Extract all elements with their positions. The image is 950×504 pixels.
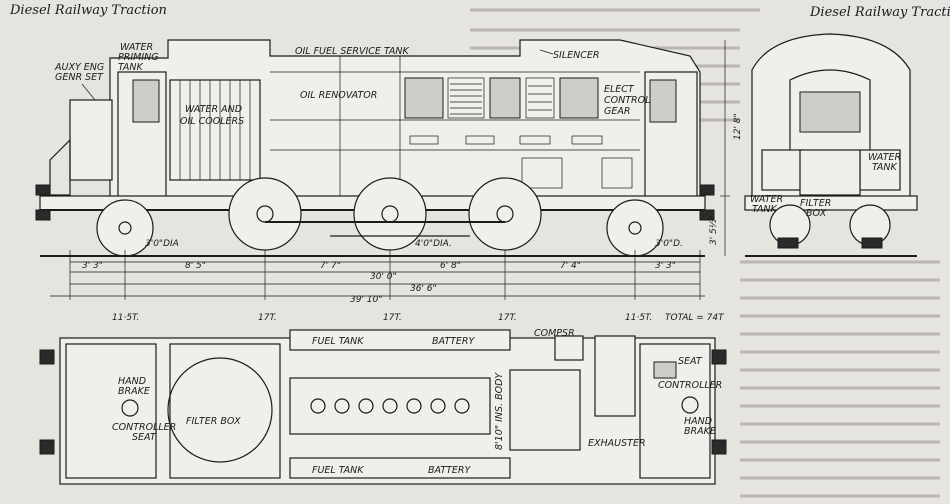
svg-text:39' 10": 39' 10" (350, 295, 382, 305)
svg-text:HAND: HAND (684, 416, 712, 427)
right-cab-window (649, 79, 677, 123)
side-labels: WATER PRIMING TANK AUXY ENG GENR SET OIL… (54, 42, 650, 127)
svg-text:WATER: WATER (120, 42, 153, 53)
plan-view (39, 329, 727, 485)
side-elevation (35, 39, 715, 257)
page-header-right: Diesel Railway Traction (809, 5, 950, 20)
svg-text:11·5T.: 11·5T. (112, 313, 139, 323)
svg-text:12' 8": 12' 8" (733, 113, 743, 140)
svg-text:AUXY ENG: AUXY ENG (54, 62, 104, 73)
svg-text:CONTROL: CONTROL (604, 95, 650, 106)
end-elevation (744, 33, 918, 257)
svg-text:HAND: HAND (118, 376, 146, 387)
svg-text:EXHAUSTER: EXHAUSTER (588, 438, 646, 449)
svg-text:BRAKE: BRAKE (118, 386, 150, 397)
svg-text:17T.: 17T. (383, 313, 402, 323)
svg-text:17T.: 17T. (258, 313, 277, 323)
svg-text:WATER AND: WATER AND (185, 104, 242, 115)
svg-text:OIL COOLERS: OIL COOLERS (180, 116, 244, 127)
svg-text:WATER: WATER (750, 194, 783, 205)
svg-text:FUEL TANK: FUEL TANK (312, 336, 364, 347)
svg-text:8'10" INS. BODY: 8'10" INS. BODY (494, 372, 505, 450)
svg-text:BATTERY: BATTERY (428, 465, 472, 476)
svg-text:PRIMING: PRIMING (118, 52, 159, 63)
plan-labels: FUEL TANK BATTERY FUEL TANK BATTERY COMP… (112, 328, 722, 476)
svg-text:3'0"DIA: 3'0"DIA (145, 239, 179, 249)
svg-text:7' 7": 7' 7" (320, 261, 341, 271)
svg-text:GENR SET: GENR SET (55, 72, 104, 83)
svg-text:3' 5½": 3' 5½" (709, 215, 719, 245)
svg-text:7' 4": 7' 4" (560, 261, 581, 271)
svg-text:FILTER BOX: FILTER BOX (186, 416, 241, 427)
svg-text:TANK: TANK (752, 204, 778, 215)
svg-text:FUEL TANK: FUEL TANK (312, 465, 364, 476)
svg-text:BOX: BOX (806, 208, 827, 219)
svg-text:CONTROLLER: CONTROLLER (658, 380, 722, 391)
svg-text:WATER: WATER (868, 152, 901, 163)
svg-text:OIL FUEL SERVICE TANK: OIL FUEL SERVICE TANK (295, 46, 409, 57)
svg-text:6' 8": 6' 8" (440, 261, 461, 271)
dimension-lines (50, 40, 730, 300)
svg-text:SEAT: SEAT (132, 432, 157, 443)
svg-text:SILENCER: SILENCER (553, 50, 599, 61)
svg-text:BRAKE: BRAKE (684, 426, 716, 437)
svg-text:CONTROLLER: CONTROLLER (112, 422, 176, 433)
svg-text:SEAT: SEAT (678, 356, 703, 367)
filter-box-circle (167, 357, 273, 463)
svg-text:3'0"D.: 3'0"D. (655, 239, 683, 249)
left-cab-window (132, 79, 160, 123)
svg-text:TANK: TANK (872, 162, 898, 173)
svg-text:17T.: 17T. (498, 313, 517, 323)
aux-generator-set (69, 99, 113, 181)
svg-text:BATTERY: BATTERY (432, 336, 476, 347)
svg-text:ELECT: ELECT (604, 84, 635, 95)
svg-text:TANK: TANK (118, 62, 144, 73)
svg-text:OIL RENOVATOR: OIL RENOVATOR (300, 90, 377, 101)
svg-text:3' 3": 3' 3" (655, 261, 676, 271)
page-header-left: Diesel Railway Traction (9, 3, 167, 18)
axle-loads: 11·5T. 17T. 17T. 17T. 11·5T. TOTAL = 74T (112, 313, 725, 323)
svg-text:11·5T.: 11·5T. (625, 313, 652, 323)
svg-text:30' 0": 30' 0" (370, 272, 397, 282)
svg-text:4'0"DIA.: 4'0"DIA. (415, 239, 452, 249)
svg-text:3' 3": 3' 3" (82, 261, 103, 271)
svg-text:COMPSR: COMPSR (534, 328, 575, 339)
svg-text:8' 5": 8' 5" (185, 261, 206, 271)
svg-text:GEAR: GEAR (604, 106, 630, 117)
total-weight: TOTAL = 74T (665, 313, 725, 323)
svg-text:FILTER: FILTER (800, 198, 831, 209)
svg-text:36' 6": 36' 6" (410, 284, 437, 294)
